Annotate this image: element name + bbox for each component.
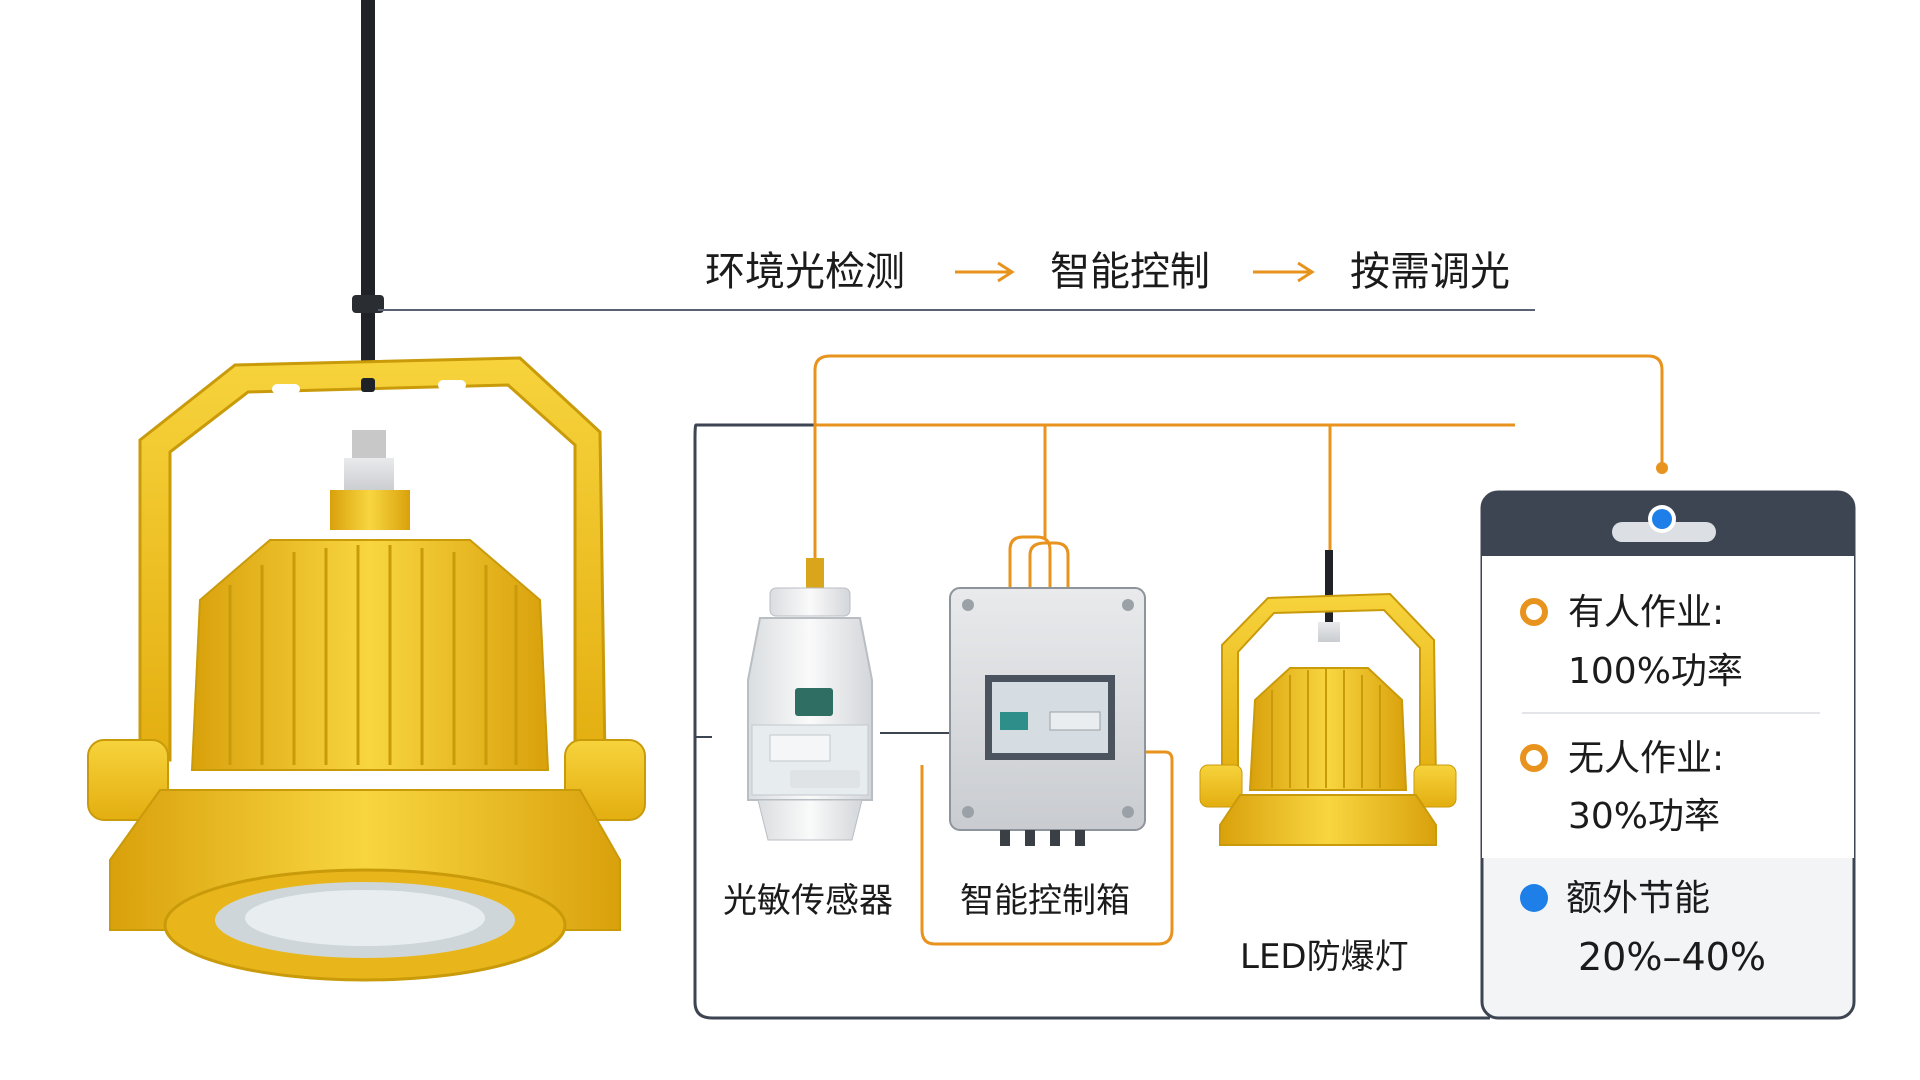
light-sensor-illustration — [747, 558, 873, 841]
system-frame — [693, 423, 1512, 1020]
unoccupied-mode-bullet-icon — [1520, 744, 1548, 772]
energy-saving-bullet-icon — [1520, 884, 1548, 912]
unoccupied-mode-title: 无人作业: — [1568, 738, 1724, 779]
flow-header: 环境光检测 智能控制 按需调光 — [378, 249, 1535, 311]
small-led-lamp-illustration — [1199, 550, 1457, 846]
mode-info-panel: 有人作业: 100%功率 无人作业: 30%功率 额外节能 20%–40% — [1480, 490, 1856, 1020]
large-led-lamp-illustration — [87, 0, 646, 982]
arrow-right-icon — [1253, 261, 1315, 283]
led-lamp-label: LED防爆灯 — [1240, 937, 1409, 977]
occupied-mode-value: 100%功率 — [1568, 651, 1743, 692]
unoccupied-mode-value: 30%功率 — [1568, 796, 1720, 837]
smart-control-box-illustration — [949, 535, 1146, 846]
flow-step-smart-control: 智能控制 — [1050, 249, 1210, 295]
control-box-label: 智能控制箱 — [960, 881, 1130, 921]
flow-step-ambient-detect: 环境光检测 — [705, 249, 905, 295]
sensor-label: 光敏传感器 — [723, 881, 893, 921]
signal-wiring — [813, 354, 1664, 946]
energy-saving-value: 20%–40% — [1578, 935, 1766, 979]
occupied-mode-bullet-icon — [1520, 598, 1548, 626]
status-dot-icon — [1652, 509, 1672, 529]
flow-step-on-demand-dimming: 按需调光 — [1350, 249, 1510, 295]
occupied-mode-title: 有人作业: — [1568, 592, 1724, 633]
arrow-right-icon — [955, 261, 1015, 283]
energy-saving-title: 额外节能 — [1566, 878, 1710, 919]
